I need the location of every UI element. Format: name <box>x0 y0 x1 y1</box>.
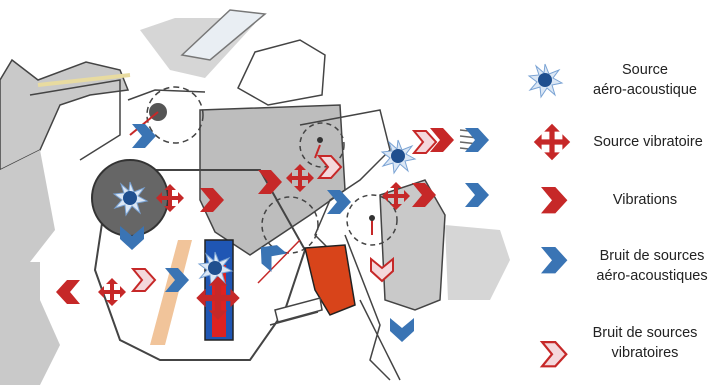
legend-vib-noise-line2: vibratoires <box>580 343 710 363</box>
legend-aero-noise-line2: aéro-acoustiques <box>578 266 726 286</box>
legend-outlined-red-chevron-icon <box>542 342 566 366</box>
aero-source-upper-icon <box>382 140 415 173</box>
legend-red-chevron-icon <box>541 187 567 213</box>
legend-blue-chevron-icon <box>541 247 567 273</box>
legend-aero-noise-label: Bruit de sources aéro-acoustiques <box>578 246 726 286</box>
legend-vib-noise-label: Bruit de sources vibratoires <box>580 323 710 363</box>
legend-vibrations-line1: Vibrations <box>580 190 710 210</box>
legend-aero-source-line2: aéro-acoustique <box>580 80 710 100</box>
legend-vib-noise-line1: Bruit de sources <box>580 323 710 343</box>
legend-vibrations-label: Vibrations <box>580 190 710 210</box>
vib-source-lower-icon <box>98 278 126 306</box>
legend-red-cross-arrow-icon <box>534 124 570 160</box>
peach-column <box>150 240 192 345</box>
lower-left-panel <box>0 262 60 385</box>
legend-starburst-icon <box>529 64 562 97</box>
legend-vib-source-line1: Source vibratoire <box>573 132 723 152</box>
left-panel <box>0 150 55 262</box>
right-panel <box>445 225 510 300</box>
legend-aero-source-line1: Source <box>580 60 710 80</box>
legend-vib-source-label: Source vibratoire <box>573 132 723 152</box>
legend-aero-noise-line1: Bruit de sources <box>578 246 726 266</box>
upper-right-panel <box>238 40 325 105</box>
transmission-block <box>380 180 445 310</box>
legend-aero-source-label: Source aéro-acoustique <box>580 60 710 100</box>
